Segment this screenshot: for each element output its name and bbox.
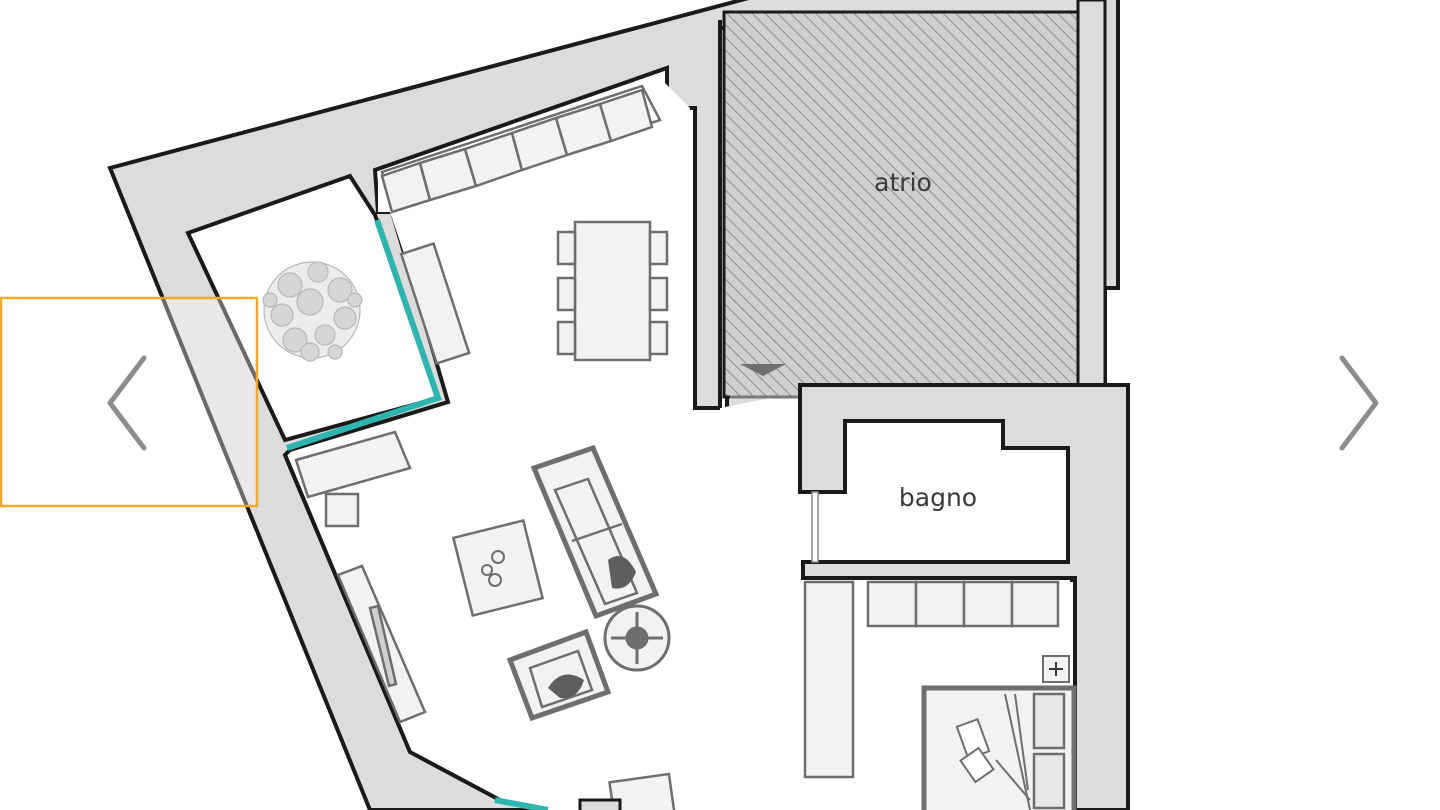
cushion-icon	[608, 556, 636, 589]
entry-arrow-icon	[730, 364, 798, 399]
patio	[185, 173, 441, 443]
round-table	[603, 604, 671, 672]
cushion-icon	[548, 674, 584, 699]
bench	[399, 241, 471, 365]
tv-console	[336, 564, 427, 724]
bed	[921, 685, 1077, 810]
wall-stub	[578, 798, 622, 810]
selection-highlight[interactable]	[0, 296, 259, 508]
plus-icon	[1042, 655, 1070, 683]
room-label-bagno: bagno	[899, 483, 977, 512]
dining-table	[556, 220, 669, 362]
side-cabinet	[294, 430, 412, 528]
room-bagno: bagno	[798, 383, 1130, 810]
chevron-left-icon	[107, 355, 147, 451]
plant-icon	[262, 261, 363, 362]
next-button[interactable]	[1330, 350, 1390, 460]
chevron-right-icon	[1339, 355, 1379, 451]
room-atrio: atrio	[722, 10, 1080, 399]
coffee-table	[451, 518, 545, 618]
wall-atrio-right	[1076, 0, 1107, 387]
kitchen-counter	[380, 84, 662, 214]
bedroom-wardrobe	[803, 580, 1060, 779]
room-label-atrio: atrio	[874, 168, 932, 197]
windows	[286, 219, 549, 810]
prev-button[interactable]	[96, 350, 156, 460]
